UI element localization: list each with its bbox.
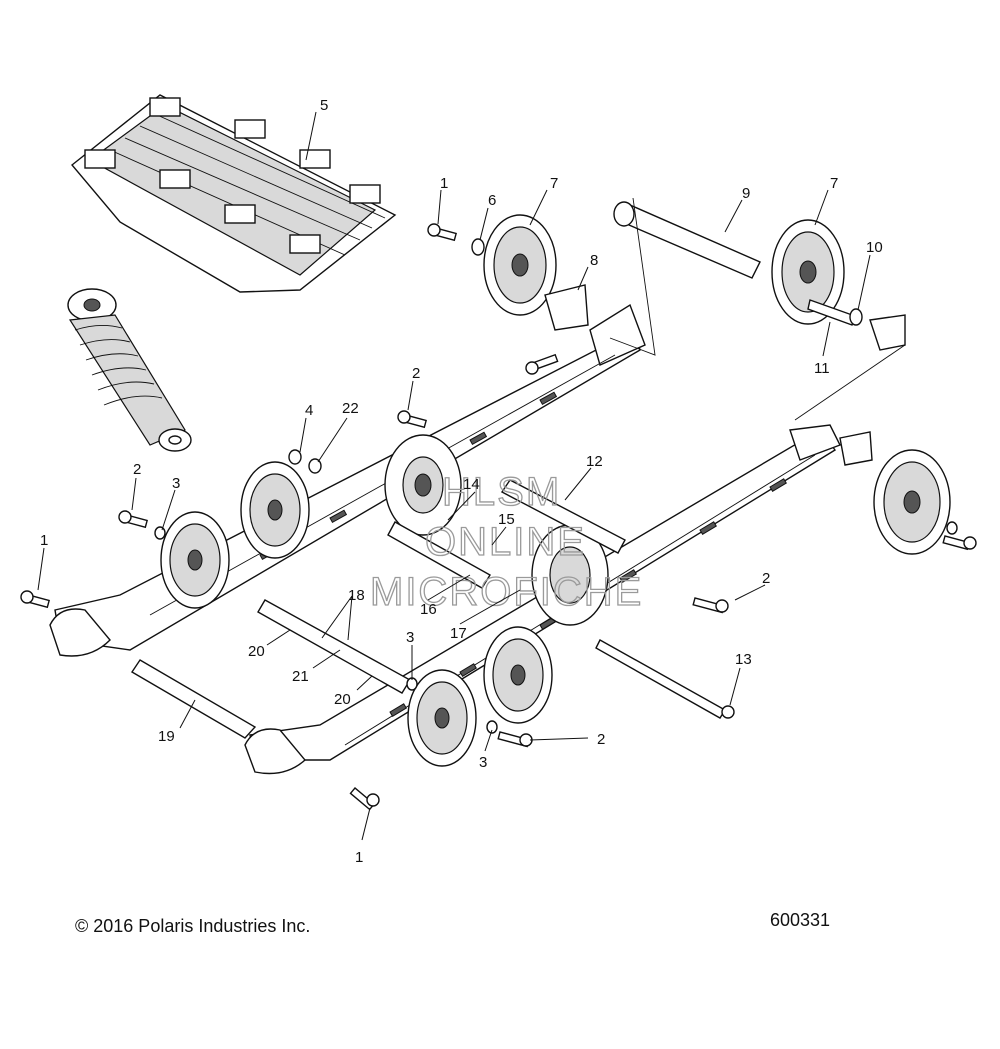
callout-9: 9: [742, 185, 750, 202]
bolt-1-bottom: [349, 787, 380, 811]
wheel-7-upper: [483, 214, 557, 316]
callout-2: 2: [762, 570, 770, 587]
washer-3-right: [486, 720, 498, 734]
reference-lines: [609, 197, 906, 421]
callout-5: 5: [320, 97, 328, 114]
bolt-2-lower: [497, 731, 533, 748]
figure-number: 600331: [770, 910, 831, 930]
wheel-left-mid: [240, 461, 310, 559]
watermark-line-2: ONLINE: [425, 520, 586, 564]
washer-10: [849, 308, 863, 326]
callout-2: 2: [597, 731, 605, 748]
callout-14: 14: [463, 476, 480, 493]
callout-10: 10: [866, 239, 883, 256]
leader-lines: [37, 111, 871, 841]
callout-7: 7: [550, 175, 558, 192]
callout-17: 17: [450, 625, 467, 642]
washer-6: [471, 238, 485, 256]
wheel-right-rear: [873, 449, 951, 555]
washer-4: [288, 449, 302, 465]
watermark: HLSM ONLINE MICROFICHE: [369, 469, 643, 614]
washer-3-left: [154, 526, 166, 540]
copyright-notice: © 2016 Polaris Industries Inc.: [75, 916, 311, 936]
callout-11: 11: [814, 360, 830, 377]
bolt-2-center: [525, 353, 559, 375]
axles-and-shafts: [131, 201, 906, 739]
wheel-7-axle: [771, 219, 845, 325]
bolt-13: [721, 705, 735, 719]
callout-21: 21: [292, 668, 309, 685]
washer-right-rear: [946, 521, 958, 535]
callout-19: 19: [158, 728, 175, 745]
callout-4: 4: [305, 402, 313, 419]
callout-labels: 5 1 6 7 9 7 8 10 11 2 4 22 2 3 12 14 15 …: [40, 97, 883, 866]
idler-wheels: [160, 214, 951, 767]
callout-12: 12: [586, 453, 603, 470]
track-clip-assembly: [71, 94, 397, 293]
bolt-1-top: [427, 223, 458, 242]
watermark-line-3: MICROFICHE: [370, 570, 643, 614]
wheel-right-mid: [483, 626, 553, 724]
bolt-1-left: [20, 590, 51, 609]
wheel-left-front: [160, 511, 230, 609]
callout-6: 6: [488, 192, 496, 209]
callout-1: 1: [40, 532, 48, 549]
callout-2: 2: [133, 461, 141, 478]
wheel-large-center: [384, 434, 462, 536]
bolt-2-right: [692, 597, 729, 614]
callout-1: 1: [440, 175, 448, 192]
callout-20: 20: [248, 643, 265, 660]
shock-absorber: [67, 288, 192, 452]
wheel-right-front: [407, 669, 477, 767]
callout-3: 3: [479, 754, 487, 771]
callout-8: 8: [590, 252, 598, 269]
callout-7: 7: [830, 175, 838, 192]
bolt-right-rear: [942, 535, 977, 551]
callout-16: 16: [420, 601, 437, 618]
callout-15: 15: [498, 511, 515, 528]
callout-2: 2: [412, 365, 420, 382]
callout-20: 20: [334, 691, 351, 708]
washer-22: [308, 458, 322, 474]
callout-3: 3: [406, 629, 414, 646]
callout-18: 18: [348, 587, 365, 604]
bolt-2-upper: [397, 410, 428, 429]
callout-22: 22: [342, 400, 359, 417]
callout-3: 3: [172, 475, 180, 492]
callout-1: 1: [355, 849, 363, 866]
wheel-large-right: [531, 524, 609, 626]
bolt-2-left: [118, 510, 149, 529]
callout-13: 13: [735, 651, 752, 668]
